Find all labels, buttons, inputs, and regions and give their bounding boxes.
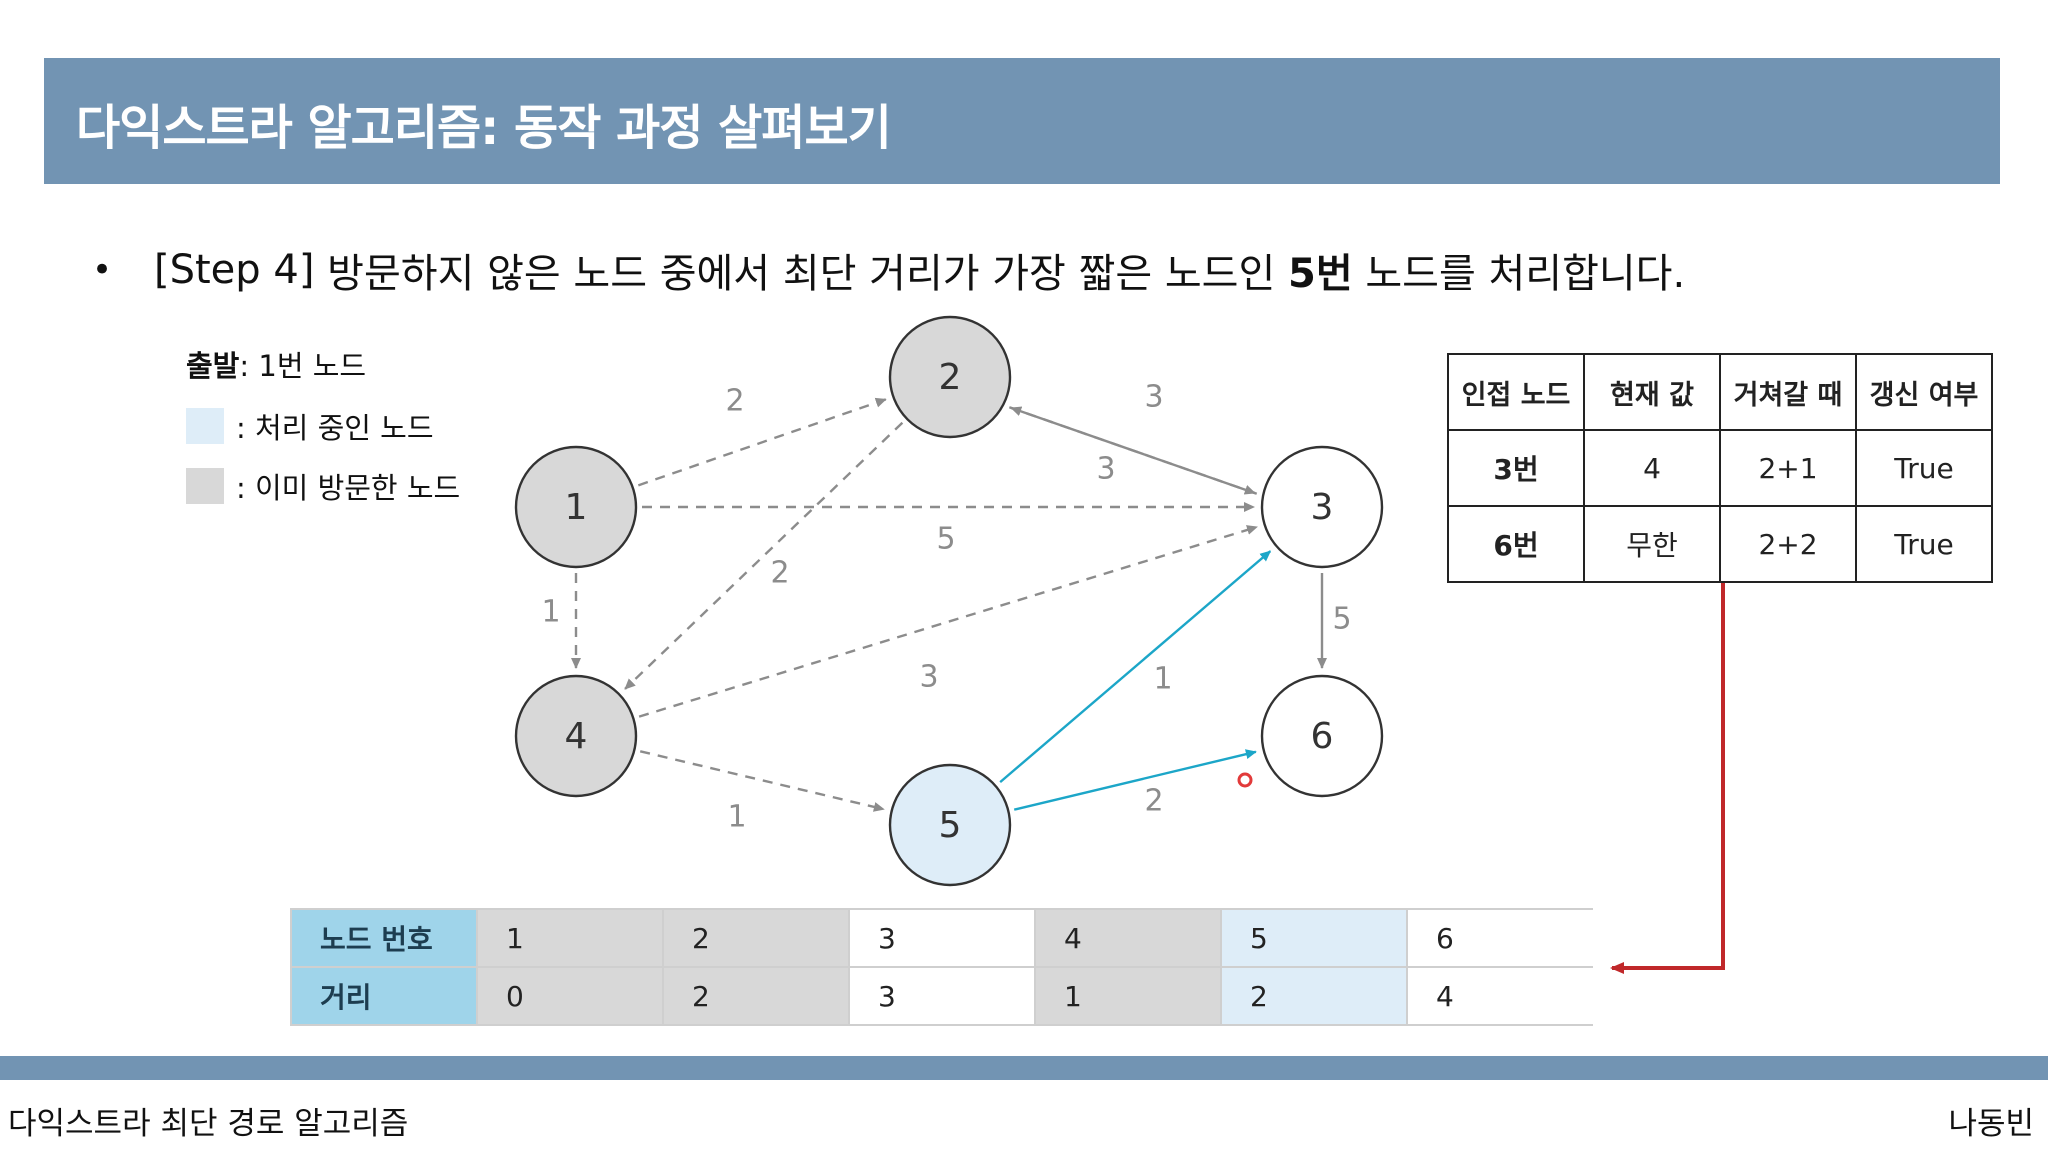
- graph-node-1: [514, 445, 638, 569]
- node-number-header: 노드 번호: [290, 908, 477, 968]
- edge-2-4: [624, 421, 904, 690]
- edge-weight-label: 3: [919, 660, 938, 695]
- cell-updated: True: [1855, 429, 1993, 507]
- distance-cell: 2: [662, 966, 849, 1026]
- graph-node-2: [888, 315, 1012, 439]
- legend-start-value: : 1번 노드: [239, 349, 367, 383]
- cell-via-value: 2+1: [1719, 429, 1857, 507]
- edge-weight-label: 3: [1144, 380, 1163, 415]
- header-updated: 갱신 여부: [1855, 353, 1993, 431]
- graph-node-3: [1260, 445, 1384, 569]
- footer-bar: [0, 1056, 2048, 1080]
- title-bar: 다익스트라 알고리즘: 동작 과정 살펴보기: [44, 58, 2000, 184]
- visited-swatch: [186, 468, 224, 504]
- edge-weight-label: 5: [936, 522, 955, 557]
- cell-via-value: 2+2: [1719, 505, 1857, 583]
- edge-weight-label: 1: [727, 800, 746, 835]
- cell-adjacent-node: 3번: [1447, 429, 1585, 507]
- update-table: 인접 노드 현재 값 거쳐갈 때 갱신 여부 3번 4 2+1 True 6번 …: [1447, 353, 1993, 583]
- legend-processing-label: : 처리 중인 노드: [236, 411, 434, 445]
- cell-updated: True: [1855, 505, 1993, 583]
- node-cell: 6: [1406, 908, 1593, 968]
- node-cell: 1: [476, 908, 663, 968]
- step-description: • [Step 4] 방문하지 않은 노드 중에서 최단 거리가 가장 짧은 노…: [92, 240, 1685, 300]
- distance-table: 노드 번호 1 2 3 4 5 6 거리 0 2 3 1 2 4: [290, 908, 1593, 1026]
- node-cell: 5: [1220, 908, 1407, 968]
- edge-5-6: [1013, 749, 1257, 811]
- step-text-2: 노드를 처리합니다.: [1352, 251, 1686, 297]
- distance-cell: 3: [848, 966, 1035, 1026]
- graph-node-6: [1260, 674, 1384, 798]
- table-row: 3번 4 2+1 True: [1447, 429, 1993, 507]
- header-adjacent-node: 인접 노드: [1447, 353, 1585, 431]
- step-label: [Step 4]: [154, 247, 315, 293]
- legend-visited: : 이미 방문한 노드: [186, 466, 460, 506]
- legend-processing: : 처리 중인 노드: [186, 406, 434, 446]
- slide-title: 다익스트라 알고리즘: 동작 과정 살펴보기: [76, 100, 892, 156]
- legend-visited-label: : 이미 방문한 노드: [236, 471, 461, 505]
- processing-swatch: [186, 408, 224, 444]
- graph-node-4: [514, 674, 638, 798]
- update-table-header-row: 인접 노드 현재 값 거쳐갈 때 갱신 여부: [1447, 353, 1993, 431]
- cursor-icon: [1237, 772, 1253, 788]
- node-cell: 3: [848, 908, 1035, 968]
- annotation-arrow: [1610, 583, 1725, 974]
- graph-node-label: 2: [939, 357, 962, 398]
- edge-1-2: [637, 397, 887, 487]
- node-cell: 2: [662, 908, 849, 968]
- legend-start: 출발 : 1번 노드: [186, 344, 366, 384]
- distance-cell: 1: [1034, 966, 1221, 1026]
- cell-current-value: 무한: [1583, 505, 1721, 583]
- graph-node-label: 6: [1311, 716, 1334, 757]
- edge-weight-label: 2: [725, 384, 744, 419]
- distance-cell: 0: [476, 966, 663, 1026]
- node-cell: 4: [1034, 908, 1221, 968]
- edge-weight-label: 2: [1144, 784, 1163, 819]
- graph-node-label: 1: [565, 487, 588, 528]
- bullet-icon: •: [92, 250, 113, 290]
- edge-weight-label: 5: [1332, 602, 1351, 637]
- graph-node-label: 5: [939, 805, 962, 846]
- distance-row: 거리 0 2 3 1 2 4: [290, 966, 1593, 1026]
- distance-header: 거리: [290, 966, 477, 1026]
- footer-author: 나동빈: [1948, 1106, 2034, 1142]
- edge-3-2: [1010, 406, 1258, 495]
- table-row: 6번 무한 2+2 True: [1447, 505, 1993, 583]
- header-current-value: 현재 값: [1583, 353, 1721, 431]
- node-number-row: 노드 번호 1 2 3 4 5 6: [290, 908, 1593, 968]
- edge-weight-label: 2: [770, 556, 789, 591]
- edge-weight-label: 1: [1153, 662, 1172, 697]
- edge-4-5: [639, 750, 885, 812]
- cell-current-value: 4: [1583, 429, 1721, 507]
- legend-start-label: 출발: [186, 349, 240, 383]
- distance-cell: 4: [1406, 966, 1593, 1026]
- step-highlight: 5번: [1288, 251, 1353, 297]
- header-via-value: 거쳐갈 때: [1719, 353, 1857, 431]
- cell-adjacent-node: 6번: [1447, 505, 1585, 583]
- footer-title: 다익스트라 최단 경로 알고리즘: [8, 1106, 409, 1142]
- graph-node-label: 4: [565, 716, 588, 757]
- graph-node-label: 3: [1311, 487, 1334, 528]
- edge-weight-label: 1: [541, 595, 560, 630]
- distance-cell: 2: [1220, 966, 1407, 1026]
- graph-node-5: [888, 763, 1012, 887]
- edge-weight-label: 3: [1096, 452, 1115, 487]
- edge-5-3: [999, 550, 1272, 784]
- step-text-1: 방문하지 않은 노드 중에서 최단 거리가 가장 짧은 노드인: [314, 251, 1289, 297]
